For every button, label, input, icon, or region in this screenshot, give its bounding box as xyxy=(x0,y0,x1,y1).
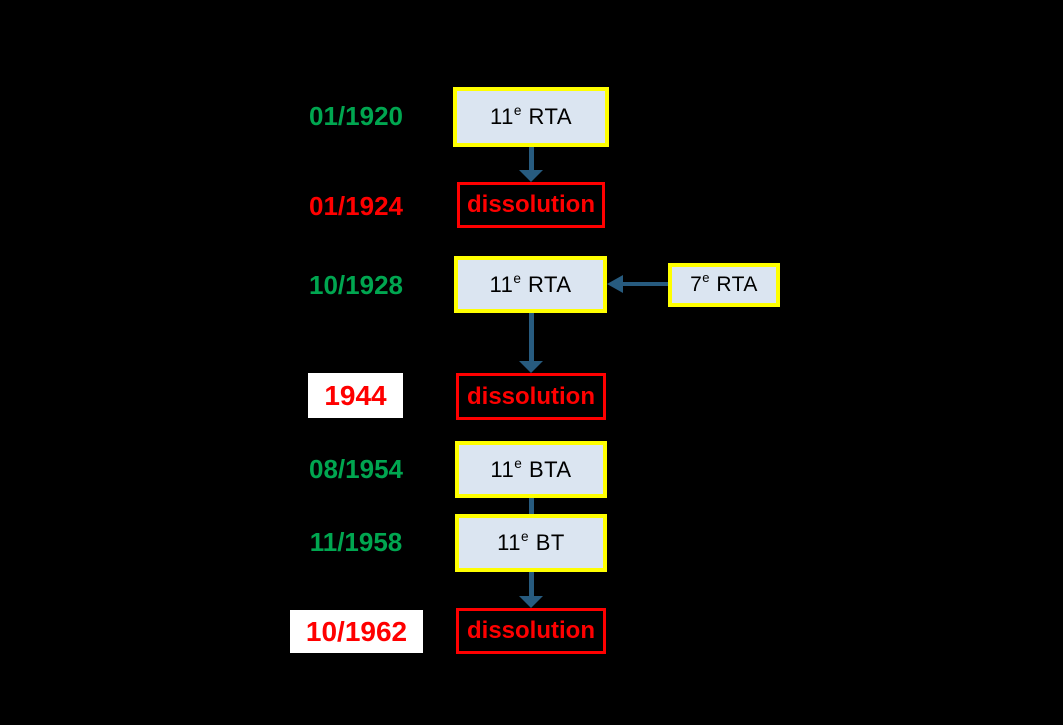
date-label-10-1962-highlight: 10/1962 xyxy=(290,610,423,653)
dissolution-box-1962: dissolution xyxy=(456,608,606,654)
unit-label: 11e BTA xyxy=(490,455,572,482)
unit-label: 7e RTA xyxy=(690,270,758,296)
date-label-1944-highlight: 1944 xyxy=(308,373,403,418)
date-label-11-1958: 11/1958 xyxy=(309,527,403,557)
arrow-down-1958-to-1962-head-icon xyxy=(519,596,543,608)
arrow-down-1920-to-1924-stem xyxy=(529,147,534,171)
date-label-08-1954: 08/1954 xyxy=(309,454,403,484)
unit-box-11e-rta-1920: 11e RTA xyxy=(453,87,609,147)
arrow-down-1920-to-1924-head-icon xyxy=(519,170,543,182)
dissolution-box-1924: dissolution xyxy=(457,182,605,228)
arrow-down-1958-to-1962-stem xyxy=(529,572,534,596)
arrow-left-7rta-to-11rta-head-icon xyxy=(607,275,623,293)
unit-label: 11e BT xyxy=(497,529,565,555)
dissolution-box-1944: dissolution xyxy=(456,373,606,420)
arrow-down-1928-to-1944-stem xyxy=(529,313,534,361)
unit-box-11e-bta: 11e BTA xyxy=(455,441,607,498)
arrow-left-7rta-to-11rta-stem xyxy=(623,282,668,286)
date-label-01-1924: 01/1924 xyxy=(309,191,403,221)
arrow-down-1928-to-1944-head-icon xyxy=(519,361,543,373)
unit-box-7e-rta: 7e RTA xyxy=(668,263,780,307)
date-label-01-1920: 01/1920 xyxy=(309,101,403,131)
unit-box-11e-bt: 11e BT xyxy=(455,514,607,572)
unit-label: 11e RTA xyxy=(489,270,572,297)
unit-box-11e-rta-1928: 11e RTA xyxy=(454,256,607,313)
unit-label: 11e RTA xyxy=(489,103,573,129)
connector-bta-to-bt xyxy=(529,498,534,514)
date-label-10-1928: 10/1928 xyxy=(309,270,403,300)
